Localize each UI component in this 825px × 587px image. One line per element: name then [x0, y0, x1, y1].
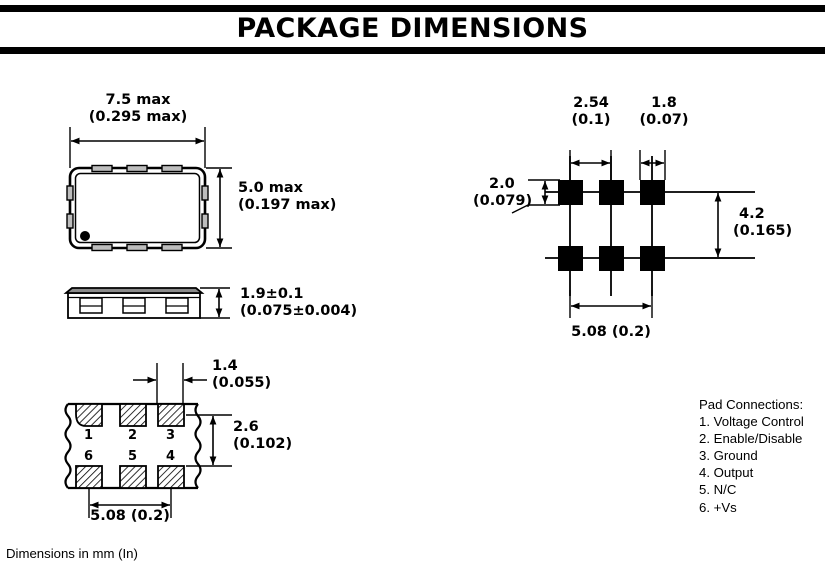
pad-connections-list: 1. Voltage Control 2. Enable/Disable 3. …	[699, 413, 804, 516]
pad-number-6: 6	[84, 449, 94, 464]
bottom-view-row-pitch-dimension: 2.6 (0.102)	[233, 419, 292, 453]
bottom-view-row-pitch-mm: 2.6	[233, 419, 259, 435]
bottom-view-col-span-dimension: 5.08 (0.2)	[90, 508, 170, 524]
pad-number-4: 4	[166, 449, 176, 464]
land-pattern-pad-width-dimension: 1.8 (0.07)	[626, 95, 702, 129]
pad-number-3: 3	[166, 428, 176, 443]
land-pattern-pitch-in: (0.1)	[571, 112, 611, 128]
land-pattern-row-pitch-mm: 4.2	[739, 206, 765, 222]
title-rule-top	[0, 5, 825, 12]
pad-connection-item-2: 2. Enable/Disable	[699, 431, 803, 447]
pad-connection-item-6: 6. +Vs	[699, 499, 737, 515]
pad-connection-item-1: 1. Voltage Control	[699, 414, 804, 430]
pad-connection-item-3: 3. Ground	[699, 448, 758, 464]
top-view-width-in: (0.295 max)	[88, 109, 188, 125]
page-title: PACKAGE DIMENSIONS	[236, 13, 589, 44]
bottom-view-pad-width-mm: 1.4	[212, 358, 238, 374]
pad-number-2: 2	[128, 428, 138, 443]
pad-connection-item-4: 4. Output	[699, 465, 754, 481]
land-pattern-pad-height-mm: 2.0	[489, 176, 515, 192]
title-rule-bottom	[0, 47, 825, 54]
pad-connections-block: Pad Connections: 1. Voltage Control 2. E…	[699, 396, 804, 516]
land-pattern-col-span-dimension: 5.08 (0.2)	[571, 324, 651, 340]
pad-number-1: 1	[84, 428, 94, 443]
land-pattern-pad-height-dimension: 2.0 (0.079)	[473, 176, 532, 210]
bottom-view-pad-width-in: (0.055)	[212, 375, 272, 391]
side-view-thickness-mm: 1.9±0.1	[240, 286, 304, 302]
land-pattern-pitch-dimension: 2.54 (0.1)	[553, 95, 629, 129]
land-pattern-pitch-mm: 2.54	[573, 95, 609, 111]
top-view-height-in: (0.197 max)	[238, 197, 337, 213]
top-view-drawing	[66, 127, 232, 252]
pad-connections-title: Pad Connections:	[699, 397, 804, 412]
side-view-drawing	[63, 287, 230, 319]
land-pattern-row-pitch-dimension: 4.2 (0.165)	[733, 206, 792, 240]
top-view-width-dimension: 7.5 max (0.295 max)	[62, 92, 214, 126]
side-view-thickness-in: (0.075±0.004)	[240, 303, 358, 319]
top-view-height-mm: 5.0 max	[238, 180, 303, 196]
pad-number-5: 5	[128, 449, 138, 464]
bottom-view-pad-width-dimension: 1.4 (0.055)	[212, 358, 271, 392]
land-pattern-pad-height-in: (0.079)	[473, 193, 533, 209]
land-pattern-row-pitch-in: (0.165)	[733, 223, 793, 239]
land-pattern-pad-width-mm: 1.8	[651, 95, 677, 111]
top-view-width-mm: 7.5 max	[105, 92, 171, 108]
pad-connection-item-5: 5. N/C	[699, 482, 737, 498]
land-pattern-pad-width-in: (0.07)	[639, 112, 689, 128]
dimensions-unit-note: Dimensions in mm (In)	[6, 546, 138, 561]
bottom-view-row-pitch-in: (0.102)	[233, 436, 293, 452]
land-pattern-drawing	[511, 150, 755, 318]
side-view-thickness-dimension: 1.9±0.1 (0.075±0.004)	[240, 286, 357, 320]
top-view-height-dimension: 5.0 max (0.197 max)	[238, 180, 336, 214]
